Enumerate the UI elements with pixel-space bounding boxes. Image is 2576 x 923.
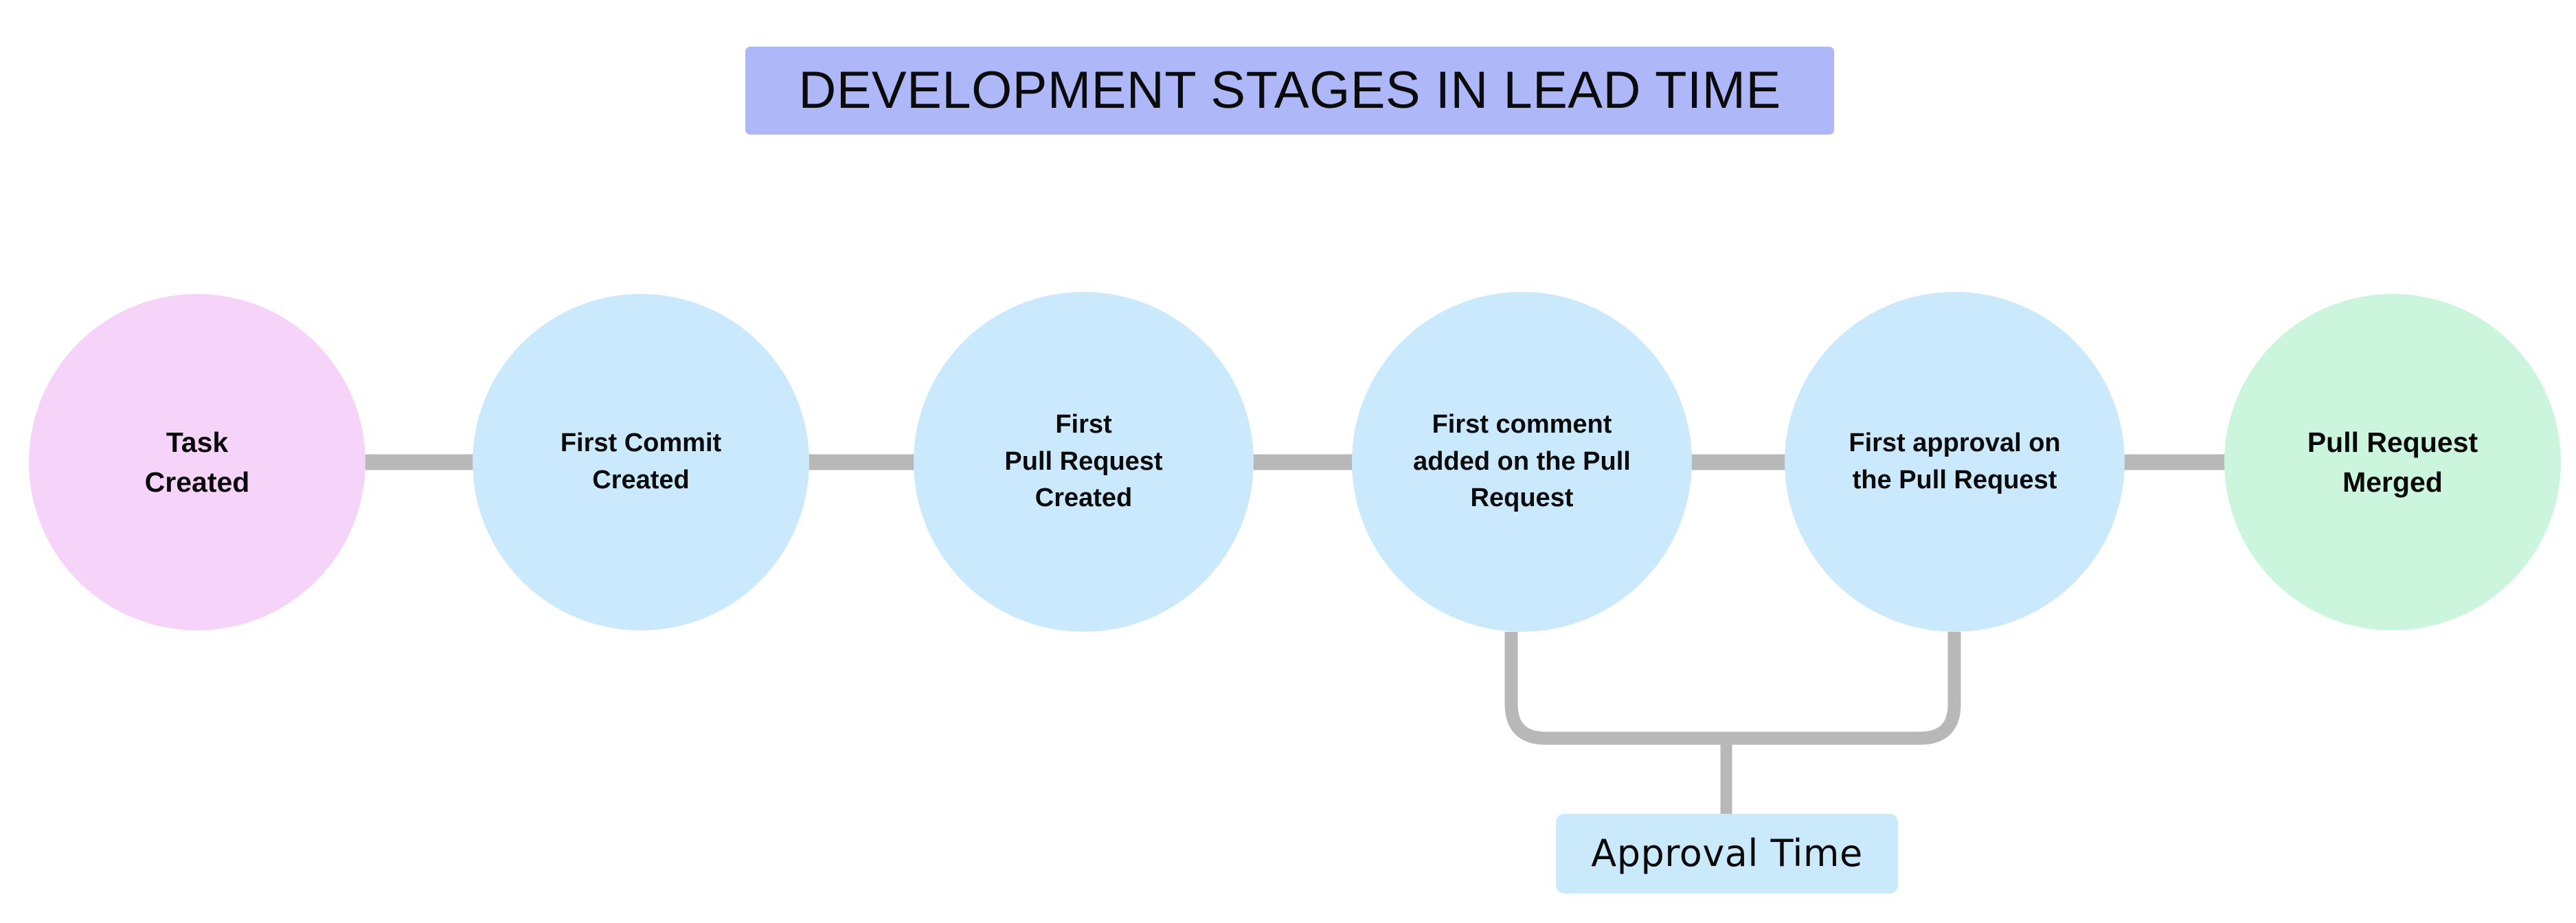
stage-node-first-approval[interactable]: First approval on the Pull Request: [1785, 292, 2125, 632]
stage-node-first-comment-added[interactable]: First comment added on the Pull Request: [1352, 292, 1692, 632]
diagram-title-banner: DEVELOPMENT STAGES IN LEAD TIME: [745, 47, 1834, 135]
stage-label-task-created: Task Created: [144, 426, 250, 498]
approval-time-bracket: [1504, 632, 1961, 745]
stage-node-task-created[interactable]: Task Created: [29, 294, 365, 630]
stage-node-pull-request-merged[interactable]: Pull Request Merged: [2224, 294, 2561, 630]
stage-label-first-pull-request-created: First Pull Request Created: [1004, 409, 1163, 513]
stage-label-first-approval: First approval on the Pull Request: [1849, 428, 2061, 494]
approval-time-label: Approval Time: [1591, 832, 1863, 875]
stage-node-first-pull-request-created[interactable]: First Pull Request Created: [914, 292, 1254, 632]
stage-label-first-comment-added: First comment added on the Pull Request: [1413, 409, 1631, 513]
page-title: DEVELOPMENT STAGES IN LEAD TIME: [798, 61, 1781, 119]
approval-time-label-box[interactable]: Approval Time: [1556, 814, 1898, 893]
stage-node-first-commit-created[interactable]: First Commit Created: [473, 294, 809, 630]
stage-label-first-commit-created: First Commit Created: [560, 429, 722, 494]
stage-label-pull-request-merged: Pull Request Merged: [2307, 426, 2478, 498]
